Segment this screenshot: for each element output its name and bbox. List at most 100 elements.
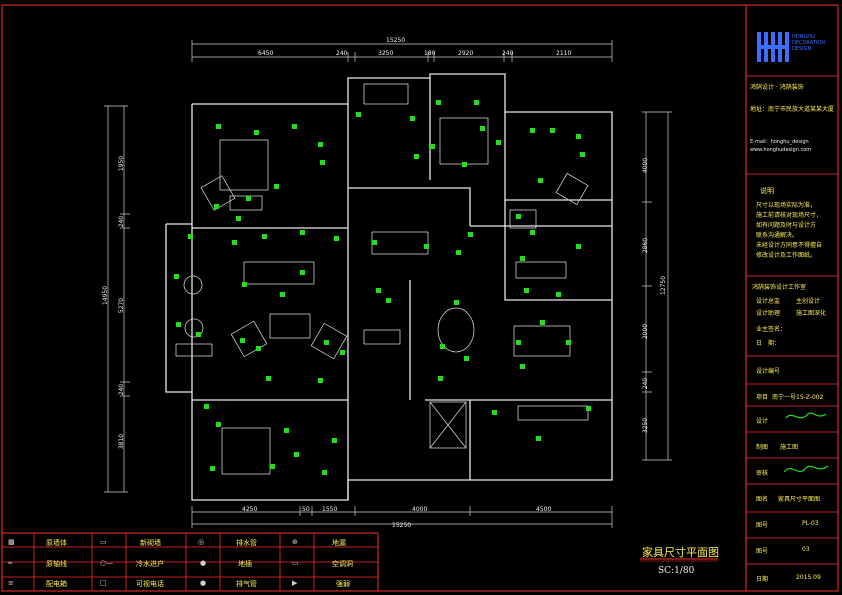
project-label: 项目 — [756, 394, 769, 401]
signature-designer — [785, 412, 827, 419]
dim-bottom-2: 50 — [302, 506, 310, 513]
tv-cabinet — [371, 231, 429, 255]
legend-grid — [2, 533, 378, 591]
drawing-title: 家具尺寸平面图 — [642, 546, 719, 559]
legend-label-1: 原墙体 — [46, 539, 67, 547]
round-table-1 — [183, 275, 203, 295]
bench — [363, 329, 401, 345]
armchair-1 — [200, 175, 236, 211]
row-b-value: 施工图深化 — [796, 310, 827, 317]
owner-signature-label: 业主签名： — [756, 326, 787, 333]
draw-value: 施工图 — [780, 444, 799, 451]
drawing-scale: SC:1/80 — [658, 566, 695, 576]
legend-label-7: 地插 — [238, 560, 252, 568]
dim-bottom-total: 15250 — [392, 522, 412, 529]
signature-reviewer — [783, 465, 829, 473]
company-email: E-mail：honghu_design — [750, 139, 809, 145]
drawing-name-label: 图名 — [756, 496, 769, 503]
elevator — [429, 401, 467, 449]
legend-symbol-5: ═ — [8, 559, 13, 567]
notes-title: 说明 — [760, 187, 774, 195]
kitchen-island — [513, 325, 571, 357]
walls — [165, 73, 613, 501]
company-tagline: 鸿鹄设计 · 鸿鹄装饰 — [750, 84, 804, 91]
sheet-label: 图号 — [756, 548, 769, 555]
dim-right-2: 2860 — [642, 237, 650, 254]
washroom-counter — [515, 261, 567, 279]
note-line-4: 联系沟通解决。 — [756, 232, 799, 239]
dim-left-2: 240 — [118, 215, 126, 228]
dim-top-3: 3250 — [378, 50, 394, 57]
dim-left-4: 240 — [118, 383, 126, 396]
legend-label-9: 配电箱 — [46, 580, 67, 588]
legend-label-10: 可视电话 — [136, 580, 164, 588]
review-label: 审核 — [756, 470, 769, 477]
legend-symbol-9: ≡ — [8, 579, 14, 587]
note-line-6: 修改设计及工作图纸。 — [756, 252, 817, 259]
legend-symbol-2: ▭ — [100, 538, 107, 546]
legend-label-8: 空调洞 — [332, 560, 353, 568]
row-a-label: 设计总监 — [756, 298, 781, 305]
sofa — [243, 261, 315, 285]
sheet-value: 03 — [802, 546, 810, 553]
second-bed — [439, 117, 489, 165]
address-label: 地址： — [750, 106, 769, 113]
drawing-no-label: 图号 — [756, 522, 769, 529]
top-dimension-chain — [191, 40, 613, 62]
legend-symbol-1: ▩ — [8, 538, 15, 546]
address-value: 南宁市民族大道某某大厦 — [768, 106, 835, 113]
draw-label: 制图 — [756, 444, 769, 451]
furniture — [175, 83, 589, 475]
dimension-markers — [174, 100, 591, 475]
dim-bottom-5: 4500 — [536, 506, 552, 513]
legend-symbol-10: □ — [100, 579, 107, 587]
legend-label-6: 冷水进户 — [136, 560, 164, 568]
bottom-dimension-chain — [191, 506, 613, 528]
drawing-name-value: 家具尺寸平面图 — [778, 496, 821, 503]
lounge-chair-left — [230, 320, 268, 358]
dim-left-3: 5270 — [118, 297, 126, 314]
date2-label: 日期 — [756, 576, 769, 583]
dim-bottom-1: 4250 — [242, 506, 258, 513]
note-line-1: 尺寸以现场实际为准， — [756, 202, 817, 209]
legend-label-11: 排气管 — [236, 580, 257, 588]
legend-symbol-6: ○— — [100, 559, 114, 567]
dim-top-total: 15250 — [386, 37, 406, 44]
designer-label: 设计 — [756, 418, 769, 425]
shower — [509, 209, 537, 229]
legend-symbol-7: ● — [200, 559, 207, 567]
dim-right-4: 240 — [642, 377, 650, 390]
left-dimension-chain — [104, 105, 130, 493]
dining-table — [437, 307, 475, 353]
design-no-label: 设计编号 — [756, 368, 781, 375]
row-a-value: 主创设计 — [796, 298, 821, 305]
dim-top-1: 6450 — [258, 50, 274, 57]
coffee-table — [269, 313, 311, 339]
dim-left-total: 14950 — [102, 285, 110, 306]
project-value: 南宁一号15-Z-002 — [772, 394, 824, 401]
bathtub — [363, 83, 409, 105]
legend-symbol-12: ▶ — [292, 579, 298, 587]
note-line-2: 施工前请核对现场尺寸， — [756, 212, 823, 219]
legend-label-5: 原轴线 — [46, 560, 67, 568]
legend-label-12: 强弱 — [336, 580, 350, 588]
company-website: www.honghudesign.com — [750, 147, 812, 153]
dim-top-7: 2110 — [556, 50, 572, 57]
kitchen-counter — [517, 405, 589, 421]
legend-symbol-4: ⊕ — [292, 538, 298, 546]
date2-value: 2015.09 — [796, 574, 821, 581]
right-dimension-chain — [642, 111, 672, 461]
lounge-chair-right — [310, 322, 348, 360]
legend-symbol-11: ● — [200, 579, 207, 587]
date-label: 日 期： — [756, 340, 781, 347]
company-logo — [757, 32, 789, 62]
dim-right-1: 4000 — [642, 157, 650, 174]
dim-left-1: 1950 — [118, 155, 126, 172]
side-cabinet — [175, 343, 213, 357]
dim-right-3: 2000 — [642, 323, 650, 340]
dim-bottom-4: 4000 — [412, 506, 428, 513]
company-name: HONGHU DECORATION DESIGN — [792, 34, 825, 52]
armchair-2 — [555, 172, 589, 206]
row-b-label: 设计助理 — [756, 310, 781, 317]
